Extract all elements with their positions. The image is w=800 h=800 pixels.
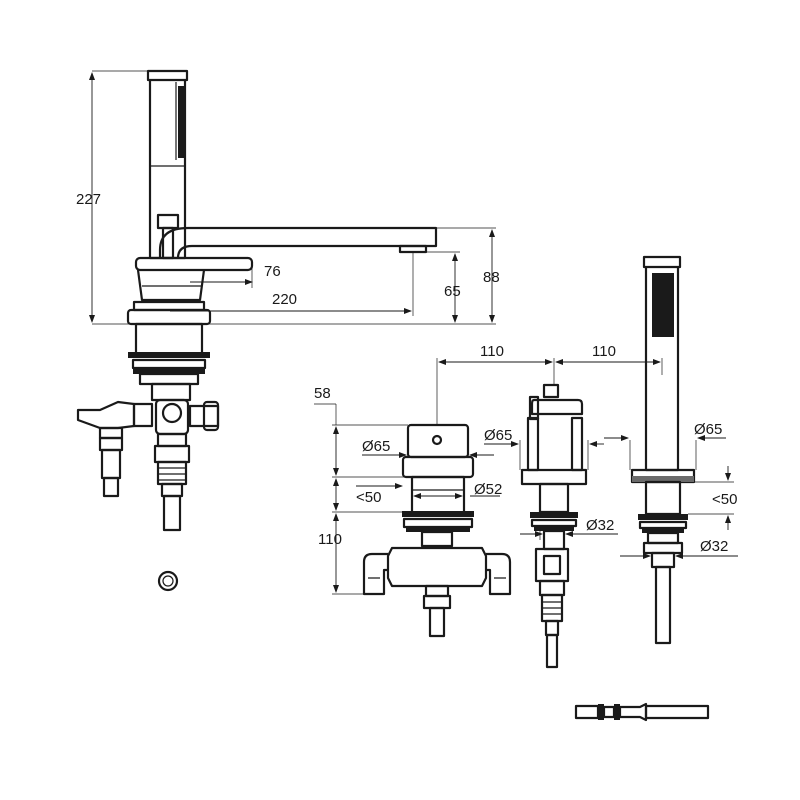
spout <box>158 226 438 259</box>
diam-65-a-label: Ø65 <box>362 438 390 455</box>
lever-handle <box>134 256 254 302</box>
dim-110-b-label: 110 <box>592 343 616 360</box>
dim-227-label: 227 <box>76 191 101 208</box>
diam-52-label: Ø52 <box>474 481 502 498</box>
dimensions-right: 110 110 58 110 Ø65 <50 Ø52 Ø65 <box>314 343 738 595</box>
diam-65-c-label: Ø65 <box>694 421 722 438</box>
valve-block <box>76 382 220 532</box>
hand-shower <box>146 69 189 260</box>
dim-110-vert-label: 110 <box>318 531 342 548</box>
diam-32-a-label: Ø32 <box>586 517 614 534</box>
o-ring-part <box>157 570 179 592</box>
diam-65-b-label: Ø65 <box>484 427 512 444</box>
dim-110-a-label: 110 <box>480 343 504 360</box>
dim-65-label: 65 <box>444 283 461 300</box>
hose-connector <box>574 702 710 722</box>
dim-88-label: 88 <box>483 269 500 286</box>
diam-32-b-label: Ø32 <box>700 538 728 555</box>
max-50-b-label: <50 <box>712 491 737 508</box>
hand-shower-unit <box>630 255 696 645</box>
diverter-unit <box>362 423 512 638</box>
mixer-side-view <box>76 69 438 592</box>
dim-220-label: 220 <box>272 291 297 308</box>
valve-unit <box>520 383 588 669</box>
dimensions-left: 227 88 65 76 220 <box>76 70 500 325</box>
dim-58-label: 58 <box>314 385 331 402</box>
max-50-a-label: <50 <box>356 489 381 506</box>
body-cylinder <box>126 300 212 386</box>
dim-76-label: 76 <box>264 263 281 280</box>
